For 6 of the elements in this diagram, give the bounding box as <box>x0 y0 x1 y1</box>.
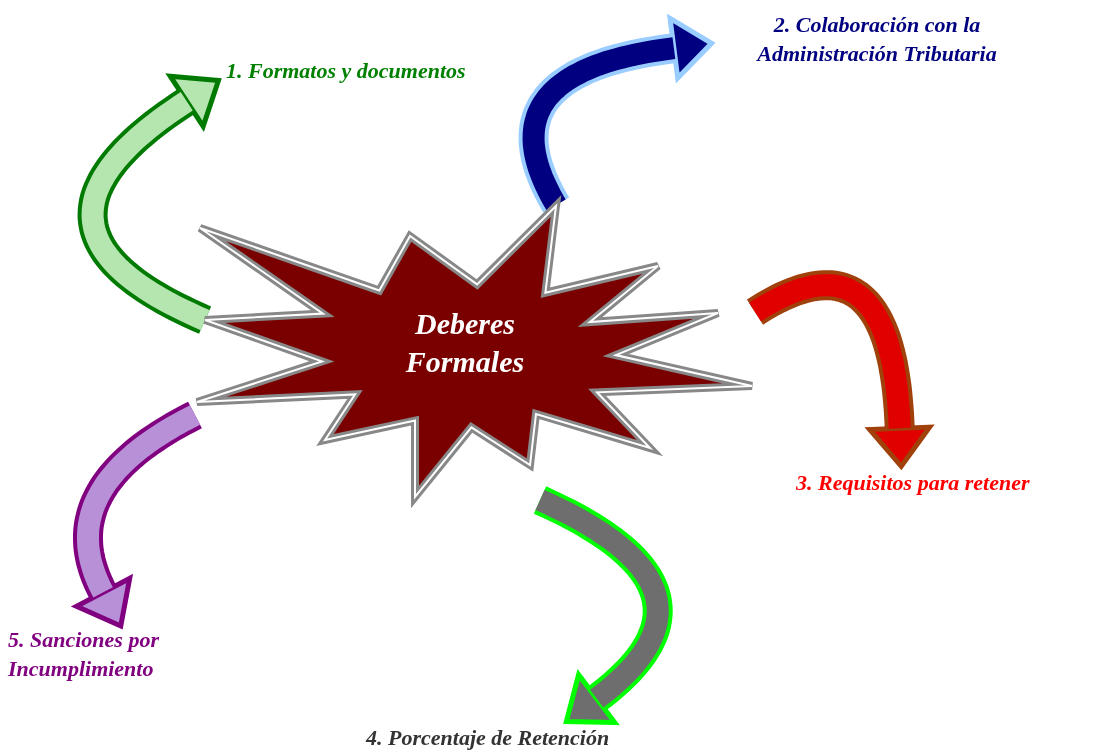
topic-label: 1. Formatos y documentos <box>226 57 466 85</box>
topic-label: 5. Sanciones por Incumplimiento <box>8 626 160 683</box>
topic-label: 2. Colaboración con la Administración Tributaria <box>755 11 998 68</box>
topic-label: 4. Porcentaje de Retención <box>366 724 610 752</box>
topic-label: 3. Requisitos para retener <box>796 469 1030 497</box>
center-title: Deberes Formales <box>404 306 526 380</box>
